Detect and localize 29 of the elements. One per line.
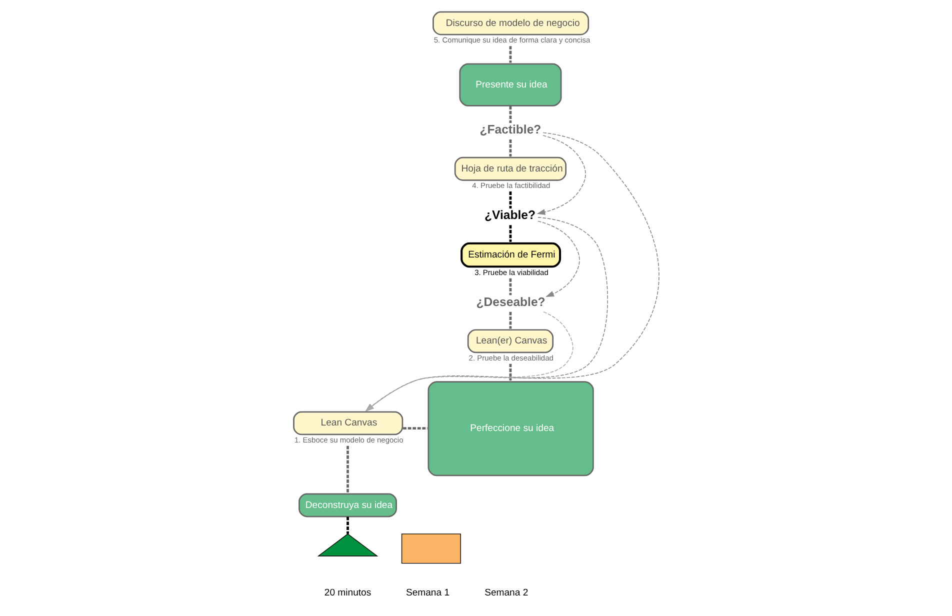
connector — [509, 140, 512, 157]
node-label: 4. Pruebe la factibilidad — [472, 181, 550, 190]
node-label: 5. Comunique su idea de forma clara y concisa — [434, 36, 590, 45]
connector — [509, 46, 512, 63]
arrow — [537, 220, 580, 297]
label: 20 minutos — [324, 587, 372, 598]
node-triangle — [317, 534, 378, 556]
label: Semana 1 — [406, 587, 450, 598]
arrow — [365, 132, 660, 412]
node-label: 1. Esboce su modelo de negocio — [294, 436, 404, 445]
label: Semana 2 — [484, 587, 528, 598]
node-label: 3. Pruebe la viabilidad — [474, 268, 548, 278]
arrow — [365, 216, 608, 412]
node-text: ¿Deseable? — [476, 294, 546, 309]
arrow — [536, 135, 586, 215]
node-label: 2. Pruebe la deseabilidad — [468, 354, 554, 362]
connector — [346, 446, 349, 493]
connector — [509, 225, 512, 242]
arrow — [366, 311, 574, 412]
node-box — [401, 534, 461, 564]
connector — [509, 364, 512, 380]
connector — [509, 192, 512, 208]
connector — [509, 106, 512, 123]
node-text: ¿Viable? — [484, 208, 536, 222]
connector — [346, 516, 349, 534]
connector — [509, 312, 512, 329]
connector — [509, 278, 512, 296]
node-text: ¿Factible? — [480, 122, 542, 137]
connector — [403, 427, 428, 430]
